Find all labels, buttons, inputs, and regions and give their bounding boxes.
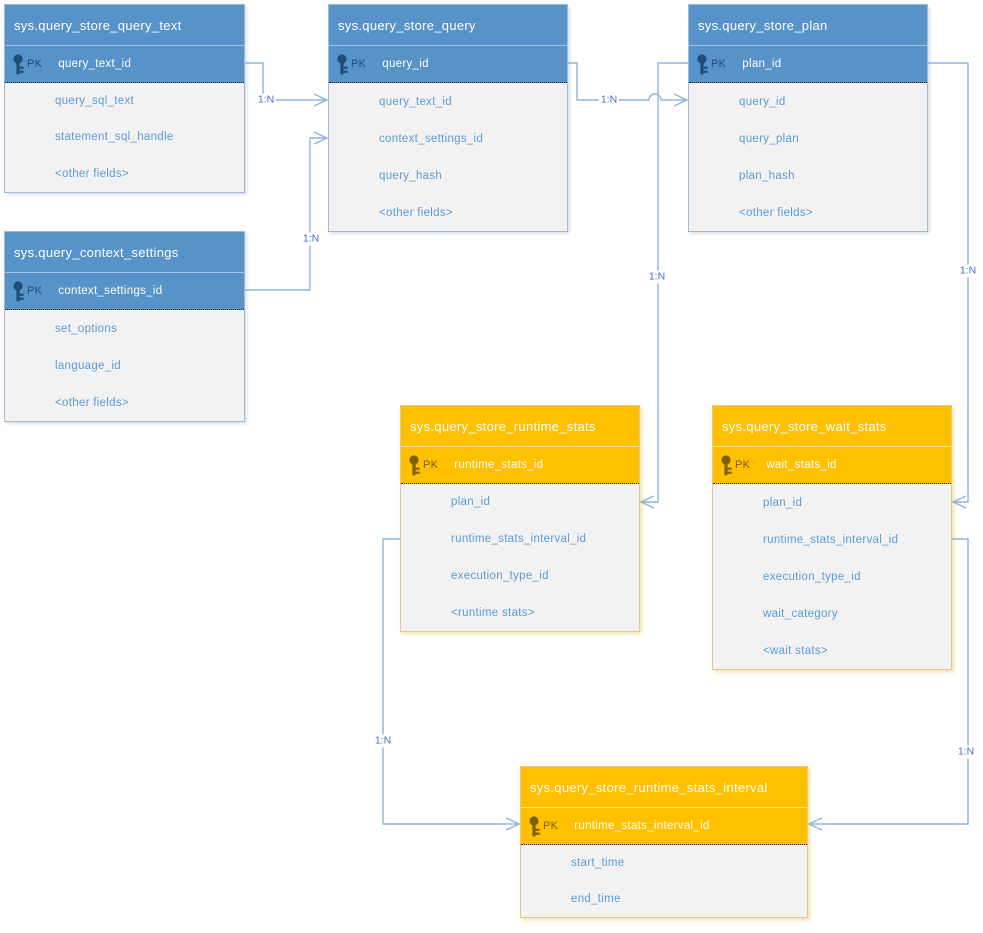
entity-query-store-plan[interactable]: sys.query_store_plan PK plan_id query_id… [688, 4, 928, 232]
connector-interval-to-wait-stats[interactable] [807, 538, 969, 831]
field-row: start_time [571, 857, 625, 869]
field-row: <runtime stats> [451, 606, 535, 619]
pk-field-name: plan_id [742, 58, 782, 70]
cardinality-label: 1:N [372, 734, 394, 748]
field-row: plan_hash [739, 169, 795, 182]
field-row: set_options [55, 322, 118, 335]
cardinality-label: 1:N [957, 264, 979, 278]
entity-query-store-runtime-stats-interval[interactable]: sys.query_store_runtime_stats_interval P… [520, 766, 808, 918]
pk-field-name: wait_stats_id [766, 459, 837, 471]
cardinality-label: 1:N [598, 93, 620, 107]
table-title: sys.query_store_query_text [5, 5, 244, 45]
cardinality-label: 1:N [646, 270, 668, 284]
field-row: language_id [55, 359, 121, 372]
pk-label: PK [711, 58, 727, 70]
field-row: <other fields> [379, 206, 453, 219]
field-row: query_hash [379, 169, 443, 182]
cardinality-label: 1:N [300, 232, 322, 246]
table-title: sys.query_store_runtime_stats [401, 406, 639, 446]
primary-key-icon [13, 54, 24, 75]
pk-row: PK runtime_stats_interval_id [521, 807, 807, 845]
field-row: runtime_stats_interval_id [451, 533, 587, 546]
pk-row: PK runtime_stats_id [401, 446, 639, 484]
field-row: <other fields> [739, 206, 813, 219]
pk-row: PK context_settings_id [5, 272, 244, 310]
pk-row: PK plan_id [689, 45, 927, 83]
pk-field-name: runtime_stats_interval_id [574, 820, 710, 832]
primary-key-icon [13, 281, 24, 302]
primary-key-icon [721, 455, 732, 476]
field-row: execution_type_id [451, 569, 549, 582]
connector-query-to-plan[interactable] [568, 62, 689, 107]
field-row: execution_type_id [763, 570, 861, 583]
cardinality-label: 1:N [955, 745, 977, 759]
connector-interval-to-runtime-stats[interactable] [382, 538, 521, 831]
primary-key-icon [337, 54, 348, 75]
field-list: set_options language_id <other fields> [5, 310, 244, 421]
field-row: end_time [571, 893, 621, 905]
entity-query-store-wait-stats[interactable]: sys.query_store_wait_stats PK wait_stats… [712, 405, 952, 670]
field-list: start_time end_time [521, 845, 807, 917]
field-row: <other fields> [55, 167, 129, 180]
field-row: wait_category [763, 607, 838, 620]
pk-label: PK [543, 820, 559, 832]
connector-plan-to-wait-stats[interactable] [928, 62, 969, 509]
pk-field-name: query_id [382, 58, 429, 70]
connector-plan-to-runtime-stats[interactable] [639, 62, 688, 509]
field-row: plan_id [763, 496, 803, 509]
pk-field-name: context_settings_id [58, 285, 163, 297]
pk-label: PK [423, 459, 439, 471]
field-row: context_settings_id [379, 132, 484, 145]
pk-row: PK query_id [329, 45, 567, 83]
entity-query-context-settings[interactable]: sys.query_context_settings PK context_se… [4, 231, 245, 422]
pk-field-name: runtime_stats_id [454, 459, 544, 471]
field-row: plan_id [451, 496, 491, 509]
pk-label: PK [735, 459, 751, 471]
field-row: <wait stats> [763, 644, 828, 657]
primary-key-icon [697, 54, 708, 75]
pk-label: PK [27, 285, 43, 297]
connector-context-settings-to-query[interactable] [245, 131, 329, 291]
field-list: plan_id runtime_stats_interval_id execut… [713, 484, 951, 669]
primary-key-icon [409, 455, 420, 476]
cardinality-label: 1:N [255, 93, 277, 107]
primary-key-icon [529, 816, 540, 837]
field-row: runtime_stats_interval_id [763, 533, 899, 546]
pk-field-name: query_text_id [58, 58, 132, 70]
table-title: sys.query_store_plan [689, 5, 927, 45]
field-row: <other fields> [55, 396, 129, 409]
table-title: sys.query_store_query [329, 5, 567, 45]
entity-query-store-query-text[interactable]: sys.query_store_query_text PK query_text… [4, 4, 245, 193]
table-title: sys.query_store_runtime_stats_interval [521, 767, 807, 807]
table-title: sys.query_context_settings [5, 232, 244, 272]
field-list: query_text_id context_settings_id query_… [329, 83, 567, 231]
field-list: query_sql_text statement_sql_handle <oth… [5, 83, 244, 192]
pk-label: PK [27, 58, 43, 70]
entity-query-store-runtime-stats[interactable]: sys.query_store_runtime_stats PK runtime… [400, 405, 640, 632]
entity-query-store-query[interactable]: sys.query_store_query PK query_id query_… [328, 4, 568, 232]
field-row: query_text_id [379, 95, 452, 108]
field-list: plan_id runtime_stats_interval_id execut… [401, 484, 639, 631]
field-list: query_id query_plan plan_hash <other fie… [689, 83, 927, 231]
field-row: statement_sql_handle [55, 131, 174, 144]
table-title: sys.query_store_wait_stats [713, 406, 951, 446]
pk-row: PK query_text_id [5, 45, 244, 83]
field-row: query_sql_text [55, 95, 134, 108]
pk-label: PK [351, 58, 367, 70]
pk-row: PK wait_stats_id [713, 446, 951, 484]
field-row: query_id [739, 95, 786, 108]
connector-query-text-to-query[interactable] [245, 62, 329, 107]
field-row: query_plan [739, 132, 799, 145]
